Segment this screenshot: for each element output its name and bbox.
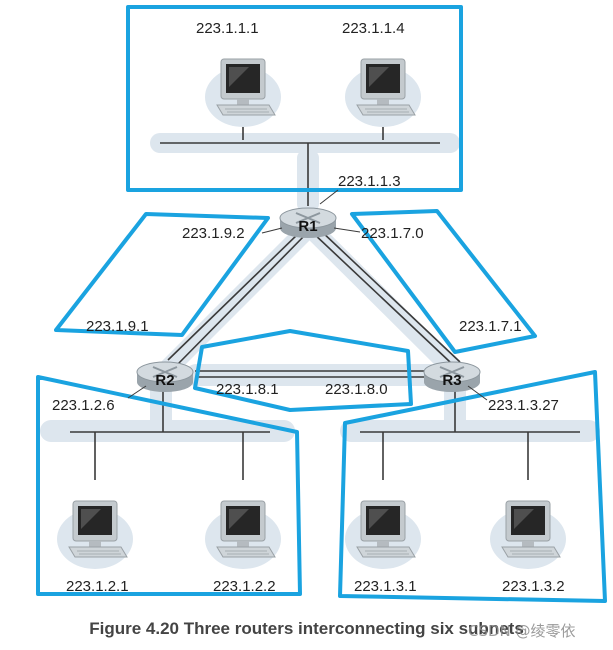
host-address-label: 223.1.1.4 (342, 20, 405, 37)
computer-icon (204, 500, 282, 570)
interface-label: 223.1.3.27 (488, 397, 559, 414)
interface-label: 223.1.1.3 (338, 173, 401, 190)
router-label: R2 (155, 372, 174, 389)
computer-icon (344, 58, 422, 128)
host-6 (489, 500, 567, 570)
interface-label: 223.1.7.1 (459, 318, 522, 335)
subnet-2-border (36, 375, 302, 596)
subnet-r1-r3-border (350, 209, 537, 354)
host-2 (344, 58, 422, 128)
router-r3: R3 (423, 361, 481, 393)
host-3 (56, 500, 134, 570)
host-1 (204, 58, 282, 128)
router-r1: R1 (279, 207, 337, 239)
computer-icon (489, 500, 567, 570)
subnet-borders (36, 5, 607, 603)
host-4 (204, 500, 282, 570)
figure-caption: Figure 4.20 Three routers interconnectin… (89, 619, 524, 638)
interface-label: 223.1.9.2 (182, 225, 245, 242)
interface-label: 223.1.9.1 (86, 318, 149, 335)
watermark: CSDN @绫零依 (468, 622, 576, 640)
host-address-label: 223.1.2.2 (213, 578, 276, 595)
router-label: R1 (298, 218, 317, 235)
computer-icon (204, 58, 282, 128)
interface-label: 223.1.8.1 (216, 381, 279, 398)
router-r2: R2 (136, 361, 194, 393)
host-address-label: 223.1.3.1 (354, 578, 417, 595)
subnet-3-border (338, 370, 607, 603)
host-address-label: 223.1.2.1 (66, 578, 129, 595)
interface-label: 223.1.7.0 (361, 225, 424, 242)
computer-icon (344, 500, 422, 570)
subnet-1-border (126, 5, 463, 192)
host-address-label: 223.1.3.2 (502, 578, 565, 595)
computer-icon (56, 500, 134, 570)
host-5 (344, 500, 422, 570)
host-address-label: 223.1.1.1 (196, 20, 259, 37)
subnet-r1-r2-border (54, 212, 270, 337)
network-links (70, 112, 580, 480)
router-label: R3 (442, 372, 461, 389)
subnet-r2-r3-border (193, 329, 413, 412)
interface-label: 223.1.2.6 (52, 397, 115, 414)
interface-label: 223.1.8.0 (325, 381, 388, 398)
